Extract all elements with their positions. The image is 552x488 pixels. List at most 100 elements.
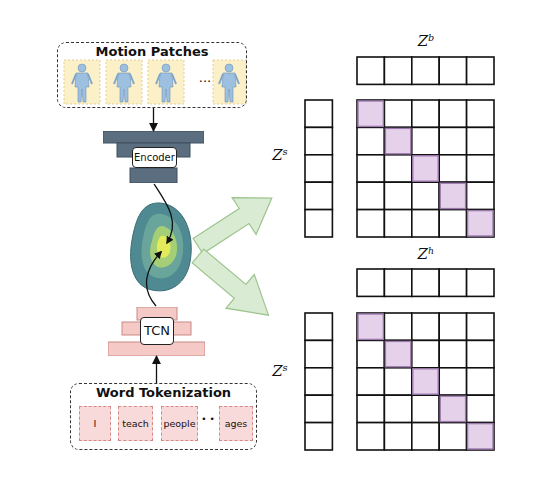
motion-frame [213,60,246,104]
human-figure [156,64,176,102]
embedding-cell [305,127,332,154]
matrix-cell [412,423,439,450]
motion-frame [64,60,100,104]
embedding-cell [305,313,332,340]
matrix-axis-label: Zˢ [262,146,298,164]
matrix-cell [357,340,384,367]
matrix-cell [384,423,411,450]
input-group: Word TokenizationIteachpeopleages [70,383,257,450]
matrix-cell [357,155,384,182]
contour-mid [142,214,184,278]
matrix-cell [357,127,384,154]
matrix-cell [384,182,411,209]
projection-arrow [184,239,283,332]
matrix-cell [357,423,384,450]
embedding-cell [305,182,332,209]
positive-pair-outline [385,341,410,366]
contour-outer [131,203,192,291]
module-label: Encoder [132,147,177,168]
matrix-cell [384,155,411,182]
embedding-cell [357,269,384,296]
embedding-cell [305,423,332,450]
matrix-cell [439,313,466,340]
matrix-cell [439,210,466,237]
positive-pair-outline [358,314,383,339]
embedding-cell [412,269,439,296]
word-token: people [161,406,198,441]
token-text: ages [225,418,248,429]
embedding-cell [305,155,332,182]
matrix-cell [467,368,494,395]
embedding-cell [305,210,332,237]
positive-pair-cell [439,182,466,209]
embedding-cell [439,269,466,296]
token-text: I [94,418,97,429]
positive-pair-cell [384,127,411,154]
positive-pair-outline [358,101,383,126]
matrix-cell [384,313,411,340]
matrix-cell [467,155,494,182]
word-token: teach [118,406,153,441]
network-layer [130,168,177,183]
matrix-cell [357,368,384,395]
embedding-cell [305,100,332,127]
matrix-cell [467,127,494,154]
matrix-cell [439,423,466,450]
embedding-cell [305,368,332,395]
positive-pair-cell [357,313,384,340]
human-figure [114,64,134,102]
positive-pair-cell [467,423,494,450]
flow-arrow [156,356,157,383]
human-figure [219,64,239,102]
matrix-cell [384,368,411,395]
flow-curve [147,252,161,306]
motion-frame [148,60,184,104]
matrix-cell [412,127,439,154]
embedding-cell [439,57,466,84]
projection-arrow [186,180,284,265]
positive-pair-cell [412,368,439,395]
human-figure [72,64,92,102]
embedding-cell [467,57,494,84]
ellipsis: • • [199,414,217,424]
matrix-cell [357,182,384,209]
matrix-cell [439,340,466,367]
matrix-cell [384,210,411,237]
positive-pair-cell [467,210,494,237]
embedding-cell [305,340,332,367]
matrix-cell [439,368,466,395]
positive-pair-outline [468,424,493,449]
flow-curve [154,184,173,243]
matrix-cell [467,182,494,209]
embedding-cell [384,57,411,84]
positive-pair-outline [468,211,493,236]
embedding-cell [305,395,332,422]
token-text: teach [122,418,149,429]
positive-pair-cell [439,395,466,422]
similarity-matrices [305,57,494,450]
positive-pair-outline [413,156,438,181]
positive-pair-cell [384,340,411,367]
matrix-cell [412,313,439,340]
positive-pair-outline [413,369,438,394]
word-token: I [79,406,111,441]
module-label: TCN [140,317,174,345]
positive-pair-outline [440,183,465,208]
positive-pair-outline [385,128,410,153]
matrix-cell [439,127,466,154]
matrix-axis-label: Zʰ [408,245,444,263]
matrix-cell [412,182,439,209]
motion-frames [64,60,246,104]
word-token: ages [219,406,253,441]
group-title: Motion Patches [58,44,246,59]
flow-arrow [153,108,154,131]
matrix-cell [412,340,439,367]
network-layer [103,131,204,143]
matrix-axis-label: Zˢ [262,362,298,380]
positive-pair-outline [440,396,465,421]
matrix-cell [412,100,439,127]
embedding-cell [467,269,494,296]
token-text: people [163,418,195,429]
